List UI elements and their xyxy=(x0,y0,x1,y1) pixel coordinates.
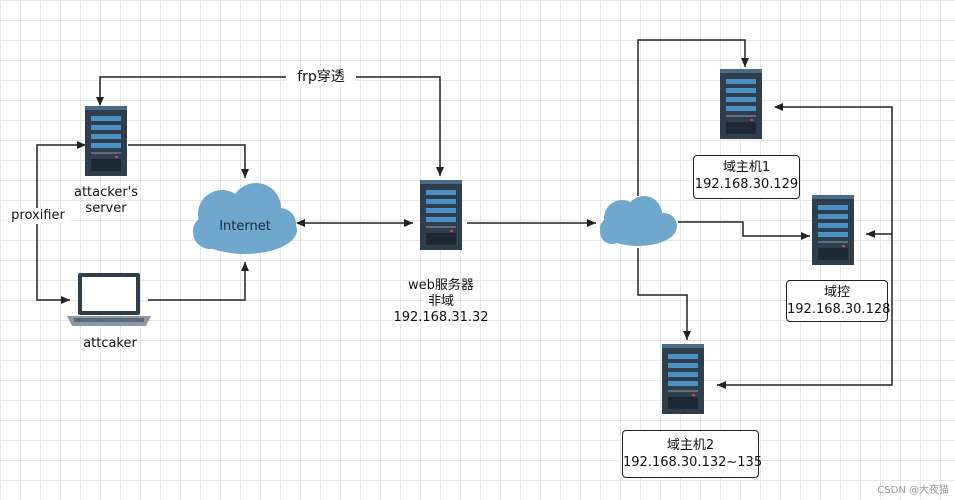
server-to-internet-line xyxy=(128,144,249,178)
connectors xyxy=(36,39,893,389)
attacker-laptop-label: attcaker xyxy=(83,336,137,351)
laptop-to-internet-line xyxy=(148,262,249,301)
web-server-icon xyxy=(420,180,462,250)
proxifier-label: proxifier xyxy=(6,208,70,224)
domain-host2-box: 域主机2 192.168.30.132~135 xyxy=(622,430,763,478)
laptop-icon xyxy=(67,273,151,326)
domain-host2-ip: 192.168.30.132~135 xyxy=(623,455,763,470)
watermark: CSDN @大夜猫 xyxy=(877,485,949,496)
domain-controller-box: 域控 192.168.30.128 xyxy=(786,280,891,322)
internet-cloud xyxy=(193,183,297,254)
domain-cloud xyxy=(600,196,677,246)
web-server-label-line2: 非域 xyxy=(427,294,454,309)
attacker-server-label-line2: server xyxy=(85,201,127,216)
domain-host1-server-icon xyxy=(720,69,762,139)
domain-host1-box: 域主机1 192.168.30.129 xyxy=(693,155,800,199)
dc-bus-line xyxy=(717,103,893,389)
domain-host1-name: 域主机1 xyxy=(722,160,771,175)
domain-controller-server-icon xyxy=(812,195,854,265)
web-server-ip: 192.168.31.32 xyxy=(393,310,489,325)
cloud-to-host2-line xyxy=(637,248,691,340)
internet-label: Internet xyxy=(219,219,271,234)
domain-host1-ip: 192.168.30.129 xyxy=(694,177,799,192)
domain-host2-name: 域主机2 xyxy=(666,438,715,453)
frp-tunnel-line xyxy=(96,76,444,176)
domain-controller-ip: 192.168.30.128 xyxy=(787,302,891,317)
cloud-to-dc-line xyxy=(678,221,810,240)
frp-label: frp穿透 xyxy=(286,69,356,85)
cloud-to-host1-line xyxy=(637,39,749,196)
domain-host2-server-icon xyxy=(662,344,704,414)
attacker-server-icon xyxy=(85,106,127,176)
domain-controller-name: 域控 xyxy=(823,285,850,300)
web-server-label-line1: web服务器 xyxy=(408,278,474,293)
attacker-server-label-line1: attacker's xyxy=(73,185,139,200)
